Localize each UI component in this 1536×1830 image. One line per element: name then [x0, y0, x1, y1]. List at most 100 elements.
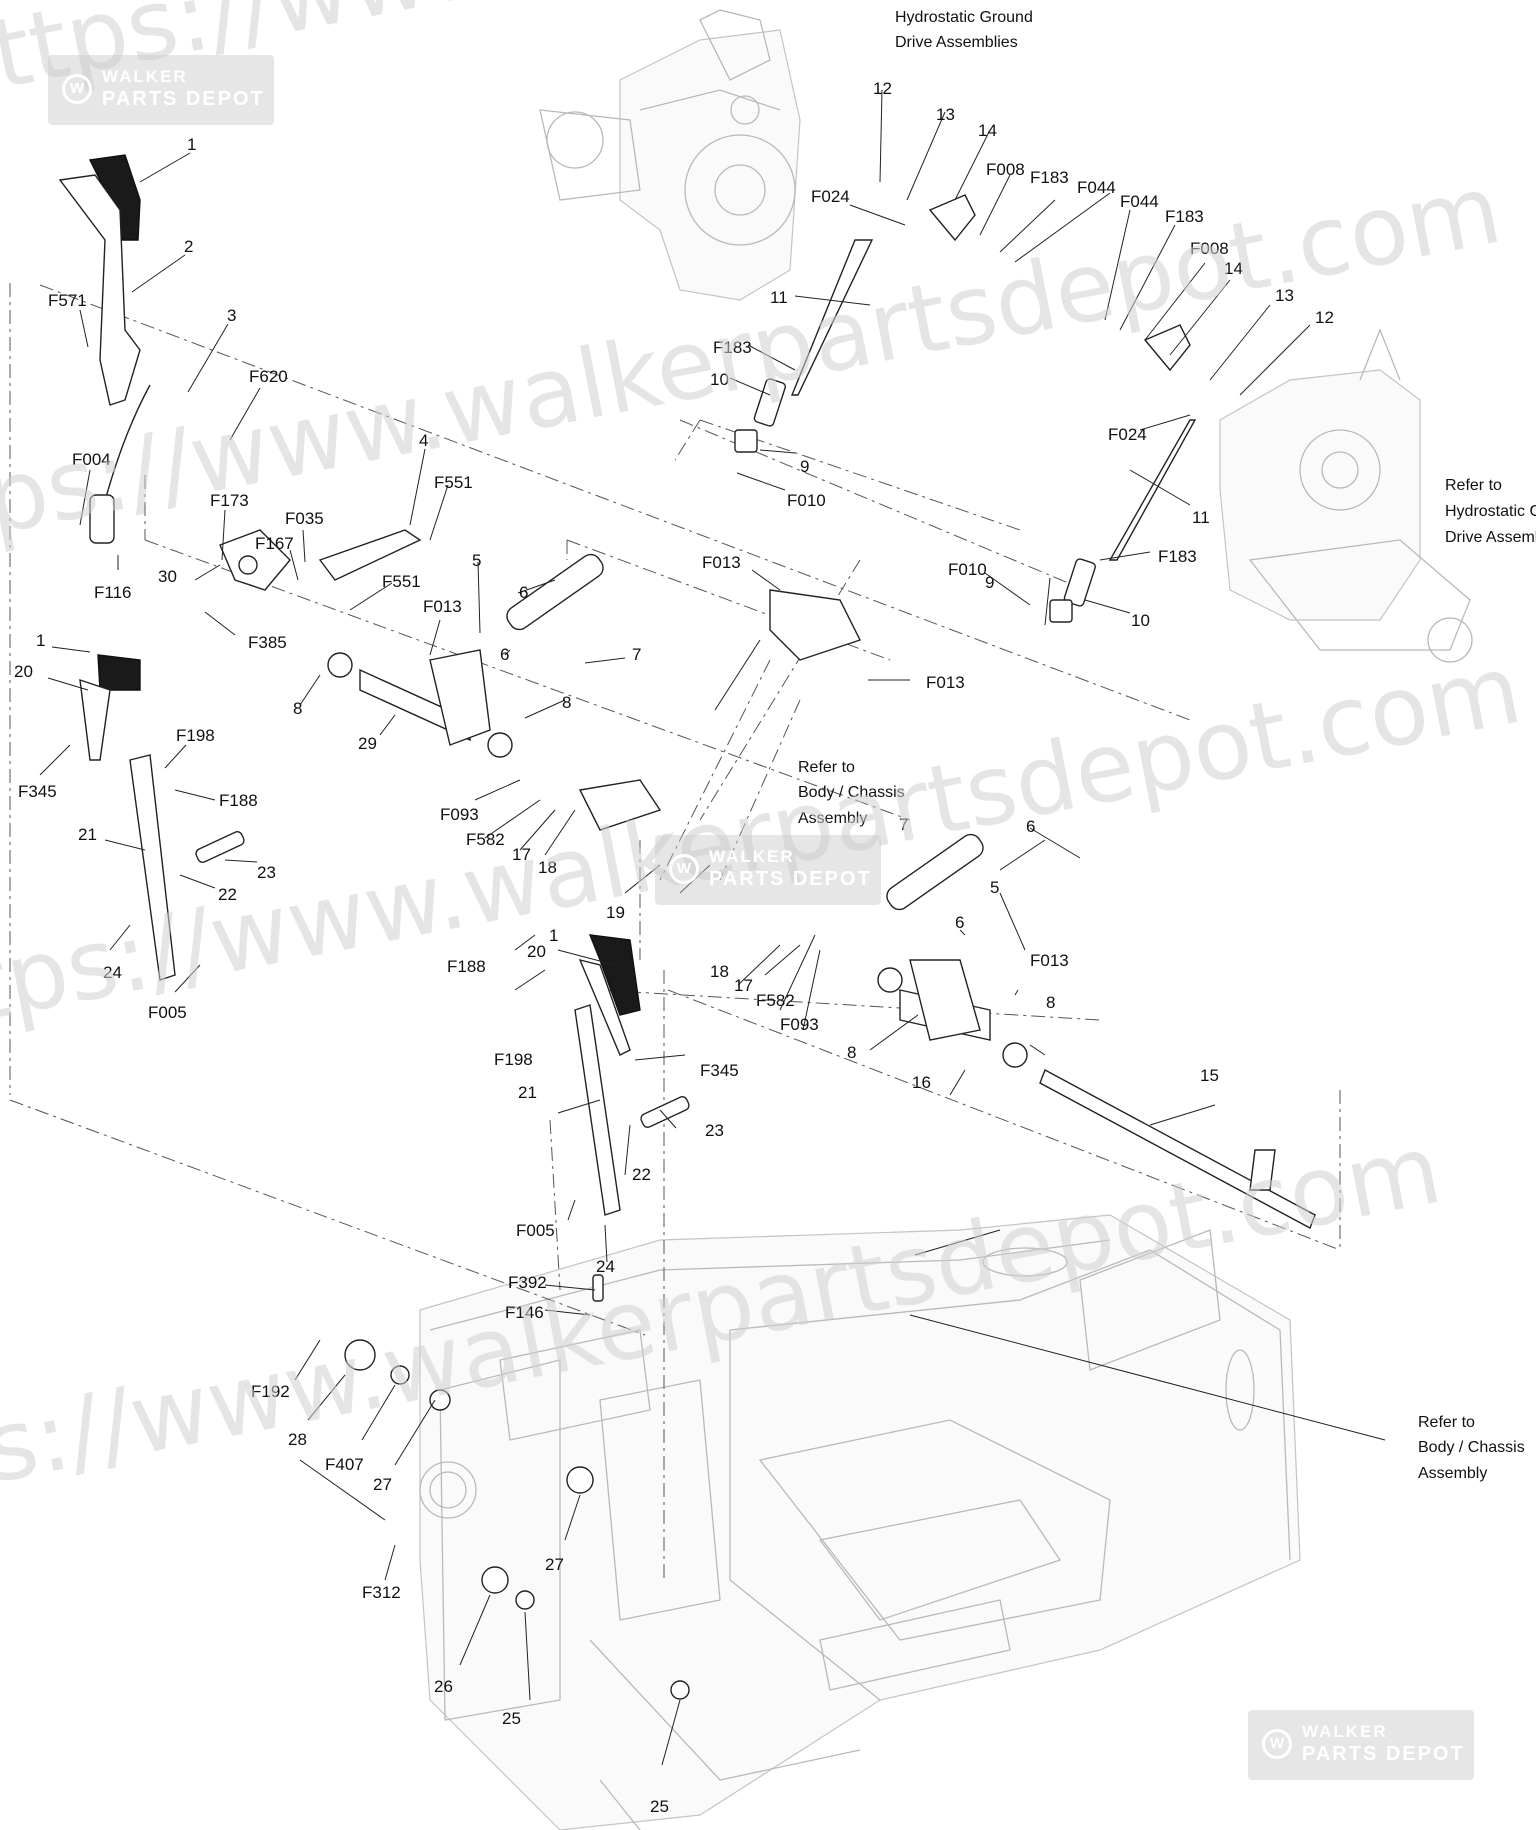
callout: 21	[78, 825, 97, 844]
callout: 23	[705, 1121, 724, 1140]
spring-23-left	[195, 831, 245, 863]
spring-23-right	[640, 1096, 690, 1128]
callout: 14	[1224, 259, 1243, 278]
spring-10-left	[753, 378, 786, 427]
pedal-bracket-20-left	[79, 678, 111, 761]
note-body-right-line3: Assembly	[1418, 1465, 1487, 1482]
callout: F551	[382, 572, 421, 591]
callout: 20	[14, 662, 33, 681]
callout: F167	[255, 534, 294, 553]
pivot-tube-29	[359, 668, 471, 742]
walker-logo-icon: W	[62, 74, 92, 104]
callout: F013	[423, 597, 462, 616]
logo-line1: WALKER	[709, 847, 795, 866]
note-hydro-right-line2: Hydrostatic Gro	[1445, 503, 1536, 520]
callout: 9	[800, 457, 809, 476]
callout: 29	[358, 734, 377, 753]
callout: F345	[18, 782, 57, 801]
callout: 6	[500, 645, 509, 664]
callout: 1	[187, 135, 196, 154]
washer-25-b	[670, 1680, 690, 1700]
bushing-8-b	[487, 732, 513, 758]
note-hydro-right-line1: Refer to	[1445, 477, 1502, 494]
logo-line2: PARTS DEPOT	[709, 868, 872, 890]
callout: 25	[502, 1709, 521, 1728]
pedal-bracket-20-right	[578, 958, 631, 1056]
lever-21-right	[574, 1004, 621, 1216]
callout: 12	[873, 79, 892, 98]
callout: F392	[508, 1273, 547, 1292]
callout: 23	[257, 863, 276, 882]
washer-27-b	[566, 1466, 594, 1494]
callout: F188	[219, 791, 258, 810]
washer-25-a	[515, 1590, 535, 1610]
hydro-drive-left-ghost	[539, 9, 801, 301]
callout: 2	[184, 237, 193, 256]
callout: F620	[249, 367, 288, 386]
washer-f407	[390, 1365, 410, 1385]
callout: 27	[545, 1555, 564, 1574]
callout: F005	[516, 1221, 555, 1240]
callout: F093	[780, 1015, 819, 1034]
callout: F146	[505, 1303, 544, 1322]
callout: 18	[538, 858, 557, 877]
watermark-logo: W WALKER PARTS DEPOT	[48, 55, 274, 125]
callout: 8	[847, 1043, 856, 1062]
cam-plate-14-left	[928, 194, 976, 242]
walker-logo-icon: W	[1262, 1729, 1292, 1759]
callout: 18	[710, 962, 729, 981]
callout: F551	[434, 473, 473, 492]
shaft-15-crank	[1249, 1149, 1276, 1191]
bushing-8-c	[877, 967, 903, 993]
callout: F010	[948, 560, 987, 579]
callout: 11	[770, 288, 788, 307]
callout: 14	[978, 121, 997, 140]
callout: 6	[519, 583, 528, 602]
note-body-right-line2: Body / Chassis	[1418, 1439, 1525, 1456]
callout: F008	[1190, 239, 1229, 258]
control-link-4	[318, 529, 422, 581]
callout: 22	[218, 885, 237, 904]
callout: 22	[632, 1165, 651, 1184]
cam-plate-14-right	[1143, 324, 1191, 372]
watermark-logo: W WALKER PARTS DEPOT	[655, 835, 881, 905]
callout: F093	[440, 805, 479, 824]
callout-labels: 1 2 3 F571 F620 F004 F173 F035 F167 4 F5…	[14, 79, 1334, 1816]
callout: F198	[176, 726, 215, 745]
callout: F008	[986, 160, 1025, 179]
callout: F013	[1030, 951, 1069, 970]
washer-27-a	[429, 1389, 451, 1411]
note-body-center-line2: Body / Chassis	[798, 784, 905, 801]
center-bracket	[769, 589, 861, 661]
leader-lines	[39, 89, 1386, 1766]
spring-10-right	[1063, 558, 1096, 607]
bushing-8-d	[1002, 1042, 1028, 1068]
callout: 10	[1131, 611, 1150, 630]
bellcrank-hub	[238, 555, 258, 575]
pedal-pad-20-left	[97, 654, 141, 691]
callout: F571	[48, 291, 87, 310]
callout: 13	[936, 105, 955, 124]
callout: 9	[985, 573, 994, 592]
parts	[58, 154, 1316, 1700]
callout: 5	[472, 551, 481, 570]
callout: 24	[596, 1257, 615, 1276]
callout: 6	[955, 913, 964, 932]
callout: 30	[158, 567, 177, 586]
callout: F013	[926, 673, 965, 692]
callout: F024	[811, 187, 850, 206]
callout: F035	[285, 509, 324, 528]
note-hydro-top-line2: Drive Assemblies	[895, 34, 1018, 51]
callout: 1	[549, 926, 558, 945]
washer-28	[344, 1339, 376, 1371]
washer-26	[481, 1566, 509, 1594]
spring-f392	[592, 1274, 604, 1302]
callout: F024	[1108, 425, 1147, 444]
logo-line2: PARTS DEPOT	[102, 88, 265, 110]
callout: 28	[288, 1430, 307, 1449]
callout: 11	[1192, 508, 1210, 527]
lever-21-left	[129, 754, 176, 981]
callout: F044	[1120, 192, 1159, 211]
callout: 24	[103, 963, 122, 982]
